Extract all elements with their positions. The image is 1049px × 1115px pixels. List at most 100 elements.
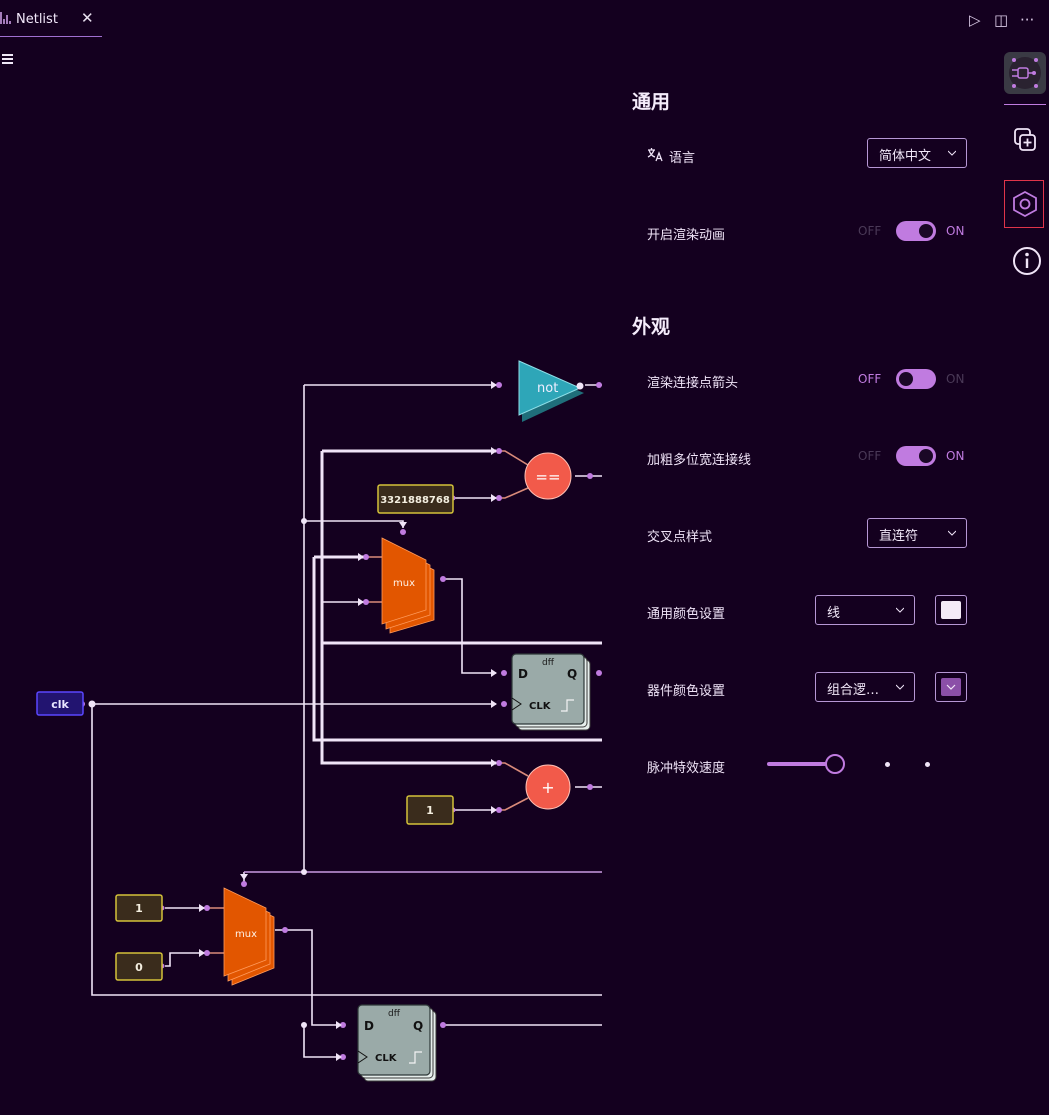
d-pin-label: D: [364, 1019, 374, 1033]
render-arrow-toggle[interactable]: [896, 369, 936, 389]
general-color-select[interactable]: 线: [815, 595, 915, 625]
pulse-speed-slider[interactable]: [767, 754, 937, 774]
wire: [443, 578, 496, 674]
switch-on-label: ON: [946, 224, 965, 238]
constant-1-left[interactable]: 1: [115, 894, 163, 922]
toggle-knob: [919, 449, 933, 463]
mux-lower[interactable]: mux: [223, 887, 275, 986]
run-icon[interactable]: ▷: [969, 11, 981, 29]
eq-operator[interactable]: ==: [524, 452, 572, 500]
ports: [79, 382, 602, 1060]
activity-rail: [1000, 38, 1049, 1115]
chevron-down-icon: [948, 150, 956, 156]
general-color-label: 通用颜色设置: [647, 607, 726, 622]
clk-pin-label: CLK: [375, 1053, 398, 1064]
component-color-select[interactable]: 组合逻…: [815, 672, 915, 702]
tab-netlist[interactable]: Netlist ✕: [0, 3, 102, 37]
settings-hexagon-icon[interactable]: [1004, 180, 1044, 228]
constant-label: 3321888768: [380, 495, 450, 506]
chevron-down-icon: [948, 530, 956, 536]
tab-bar: Netlist ✕ ▷ ◫ ···: [0, 0, 1049, 38]
pulse-speed-label: 脉冲特效速度: [647, 761, 726, 776]
netlist-canvas[interactable]: not == + 3321888768 1 1 0: [0, 38, 602, 1115]
arrowheads: [199, 381, 497, 1061]
not-label: not: [537, 381, 558, 396]
wire: [303, 1025, 340, 1058]
not-gate[interactable]: not: [518, 360, 584, 422]
add-label: +: [541, 778, 554, 797]
close-icon[interactable]: ✕: [81, 9, 94, 27]
color-preview: [941, 601, 961, 619]
component-color-value: 组合逻…: [827, 683, 880, 698]
language-label: 语言: [669, 151, 696, 166]
switch-on-label: ON: [946, 449, 965, 463]
add-copy-icon[interactable]: [1005, 120, 1045, 160]
dff-label: dff: [388, 1009, 401, 1019]
chevron-down-icon: [896, 684, 904, 690]
switch-off-label: OFF: [858, 449, 882, 463]
general-color-swatch[interactable]: [935, 595, 967, 625]
slider-thumb[interactable]: [825, 754, 845, 774]
bold-wires: [312, 449, 602, 765]
q-pin-label: Q: [413, 1019, 423, 1033]
netlist-view-icon[interactable]: [1004, 52, 1046, 94]
render-animation-toggle[interactable]: [896, 221, 936, 241]
cross-style-select[interactable]: 直连符: [867, 518, 967, 548]
general-color-value: 线: [827, 606, 841, 621]
dff-lower[interactable]: dff D Q CLK: [357, 1004, 437, 1082]
color-preview: [941, 678, 961, 696]
rail-divider: [1004, 104, 1046, 105]
junctions: [88, 518, 307, 1028]
component-color-swatch[interactable]: [935, 672, 967, 702]
chevron-down-icon: [946, 684, 956, 690]
mux-upper[interactable]: mux: [381, 537, 435, 634]
component-color-label: 器件颜色设置: [647, 684, 726, 699]
render-arrow-label: 渲染连接点箭头: [647, 376, 739, 391]
chevron-down-icon: [896, 607, 904, 613]
menu-icon[interactable]: [2, 54, 14, 66]
constant-1-right[interactable]: 1: [406, 795, 454, 825]
constant-label: 1: [135, 902, 143, 915]
gate-stubs: [205, 450, 529, 954]
more-actions-icon[interactable]: ···: [1020, 11, 1035, 29]
cross-style-value: 直连符: [879, 529, 919, 544]
wires: [91, 384, 602, 1058]
mux-label: mux: [393, 578, 415, 589]
constant-3321888768[interactable]: 3321888768: [377, 484, 454, 514]
bold-wire-label: 加粗多位宽连接线: [647, 453, 752, 468]
constant-label: 1: [426, 804, 434, 817]
clk-label: clk: [51, 698, 69, 711]
switch-off-label: OFF: [858, 372, 882, 386]
translate-icon: [647, 147, 663, 163]
q-pin-label: Q: [567, 667, 577, 681]
switch-on-label: ON: [946, 372, 965, 386]
clk-input[interactable]: clk: [36, 691, 84, 716]
split-editor-icon[interactable]: ◫: [994, 11, 1009, 29]
language-select[interactable]: 简体中文: [867, 138, 967, 168]
cross-style-label: 交叉点样式: [647, 530, 713, 545]
tab-label: Netlist: [16, 12, 58, 27]
slider-fill: [767, 762, 835, 766]
wire: [304, 520, 404, 528]
switch-off-label: OFF: [858, 224, 882, 238]
d-pin-label: D: [518, 667, 528, 681]
wire: [275, 929, 340, 1026]
constant-0[interactable]: 0: [115, 952, 163, 981]
section-title-general: 通用: [632, 91, 671, 113]
wire: [165, 952, 205, 967]
slider-tick: [925, 762, 930, 767]
eq-label: ==: [535, 468, 560, 486]
bold-wire-toggle[interactable]: [896, 446, 936, 466]
wire: [91, 704, 602, 996]
slider-tick: [885, 762, 890, 767]
language-value: 简体中文: [879, 149, 932, 164]
clk-pin-label: CLK: [529, 701, 552, 712]
dff-upper[interactable]: dff D Q CLK: [511, 653, 591, 731]
toggle-knob: [919, 224, 933, 238]
info-icon[interactable]: [1005, 241, 1045, 281]
section-title-appearance: 外观: [632, 316, 671, 338]
netlist-diagram[interactable]: not == + 3321888768 1 1 0: [0, 38, 602, 1115]
dff-label: dff: [542, 658, 555, 668]
add-operator[interactable]: +: [525, 764, 571, 810]
render-animation-label: 开启渲染动画: [647, 228, 726, 243]
